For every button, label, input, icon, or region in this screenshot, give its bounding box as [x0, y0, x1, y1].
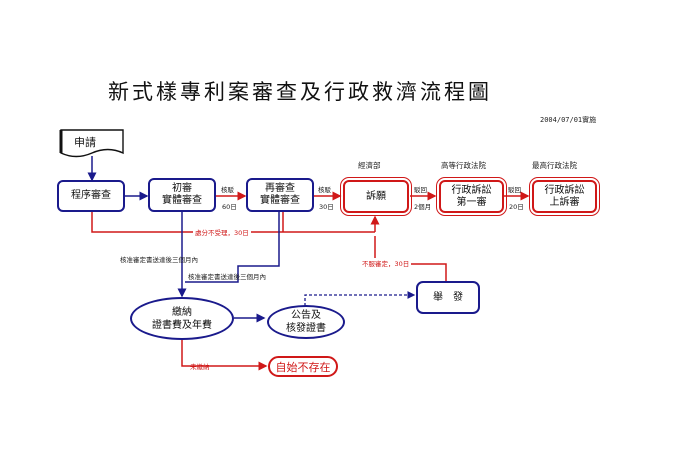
label-not-accepted: 不服審定，30日 — [360, 258, 412, 268]
apply-document-shape — [60, 129, 124, 158]
invalid-label: 自始不存在 — [275, 360, 331, 374]
admin-litigation-line1: 行政訴訟 — [451, 184, 492, 196]
supreme-litigation-box: 行政訴訟 上訴審 — [529, 177, 600, 216]
supreme-litigation-line2: 上訴審 — [549, 196, 580, 208]
report-label: 舉 發 — [433, 291, 463, 303]
label-unpaid: 未繳納 — [190, 363, 210, 371]
pay-fees-line1: 繳納 — [172, 306, 192, 318]
re-review-line2: 實體審查 — [260, 195, 300, 206]
label-approve1: 核准審定書送達後三個月內 — [120, 256, 198, 264]
announce-oval: 公告及 核發證書 — [267, 305, 345, 339]
org-supreme-court: 最高行政法院 — [532, 161, 577, 170]
label-reject-back2: 駁回 — [508, 186, 521, 194]
label-approve2: 核准審定書送達後三個月內 — [188, 273, 266, 281]
admin-litigation-line2: 第一審 — [456, 196, 487, 208]
report-box: 舉 發 — [416, 281, 480, 314]
admin-litigation-box: 行政訴訟 第一審 — [436, 177, 507, 216]
pay-fees-oval: 繳納 證書費及年費 — [130, 297, 234, 340]
re-review-box: 再審查 實體審查 — [246, 178, 314, 212]
arrow-pay-to-invalid — [181, 340, 268, 371]
arrow-re-to-pay — [185, 212, 280, 283]
apply-label: 申請 — [74, 136, 96, 149]
invalid-pill: 自始不存在 — [268, 356, 338, 377]
label-days20: 20日 — [509, 203, 524, 211]
appeal-label: 訴願 — [366, 190, 386, 202]
label-days60: 60日 — [222, 203, 237, 211]
pay-fees-line2: 證書費及年費 — [152, 319, 212, 331]
label-dismissed: 處分不受理，30日 — [193, 227, 251, 237]
label-days2m: 2個月 — [414, 203, 432, 211]
first-review-line1: 初審 — [172, 183, 192, 194]
announce-line2: 核發證書 — [286, 323, 326, 334]
label-appeal2: 核駁 — [318, 186, 331, 194]
label-appeal1: 核駁 — [221, 186, 234, 194]
line-dismissed — [91, 212, 375, 233]
effective-date: 2004/07/01實施 — [540, 116, 597, 124]
label-reject-back1: 駁回 — [414, 186, 427, 194]
first-review-box: 初審 實體審查 — [148, 178, 216, 212]
org-high-court: 高等行政法院 — [441, 161, 486, 170]
supreme-litigation-line1: 行政訴訟 — [544, 184, 585, 196]
org-moea: 經濟部 — [358, 161, 381, 170]
re-review-line1: 再審查 — [265, 183, 295, 194]
label-days30a: 30日 — [319, 203, 334, 211]
page-title: 新式樣專利案審查及行政救濟流程圖 — [108, 80, 492, 104]
first-review-line2: 實體審查 — [162, 195, 202, 206]
procedure-review-box: 程序審查 — [57, 180, 125, 212]
appeal-box: 訴願 — [340, 177, 412, 216]
procedure-review-label: 程序審查 — [71, 190, 111, 201]
dashed-announce-to-report — [304, 291, 416, 306]
announce-line1: 公告及 — [291, 310, 321, 321]
